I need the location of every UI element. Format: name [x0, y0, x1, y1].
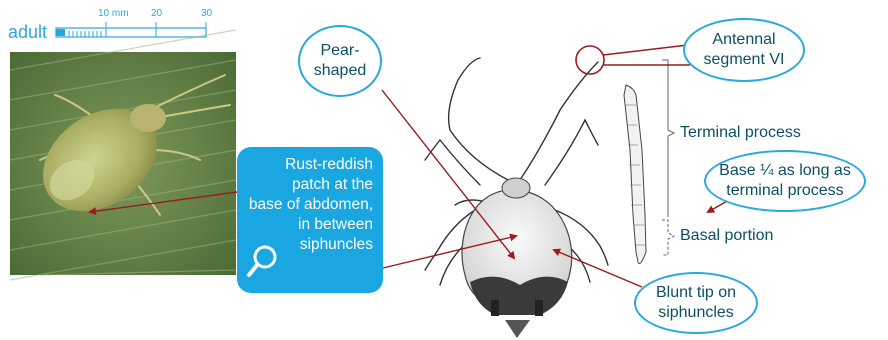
callout-blunt-line-1: Blunt tip on — [656, 283, 736, 303]
scale-tick-20: 20 — [151, 8, 162, 19]
antennal-segment-drawing — [624, 60, 674, 264]
aphid-photo — [10, 30, 236, 280]
callout-rust-patch: Rust-reddish patch at the base of abdome… — [237, 147, 383, 293]
scale-tick-10mm: 10 mm — [98, 8, 129, 19]
callout-antennal-line-1: Antennal — [704, 30, 785, 50]
callout-pear-line-2: shaped — [314, 61, 367, 81]
aphid-drawing — [425, 58, 608, 338]
callout-rust-line-2: patch at the — [249, 175, 373, 195]
callout-pear-line-1: Pear- — [314, 41, 367, 61]
label-basal-portion: Basal portion — [680, 226, 773, 246]
callout-rust-line-4: in between — [249, 215, 373, 235]
scale-tick-30: 30 — [201, 8, 212, 19]
callout-blunt-line-2: siphuncles — [656, 303, 736, 323]
callout-antennal-segment: Antennal segment VI — [683, 18, 805, 82]
scale-label: adult — [8, 22, 47, 43]
callout-rust-line-1: Rust-reddish — [249, 155, 373, 175]
callout-base-line-1: Base ¼ as long as — [719, 161, 851, 181]
callout-blunt-tip: Blunt tip on siphuncles — [634, 272, 758, 334]
scale-bar — [56, 22, 206, 37]
label-terminal-process: Terminal process — [680, 123, 801, 143]
callout-base-length: Base ¼ as long as terminal process — [704, 150, 866, 212]
callout-pear-shaped: Pear- shaped — [298, 25, 382, 97]
callout-base-line-2: terminal process — [719, 181, 851, 201]
callout-rust-line-3: base of abdomen, — [249, 195, 373, 215]
callout-antennal-line-2: segment VI — [704, 50, 785, 70]
magnifier-icon — [245, 243, 279, 283]
